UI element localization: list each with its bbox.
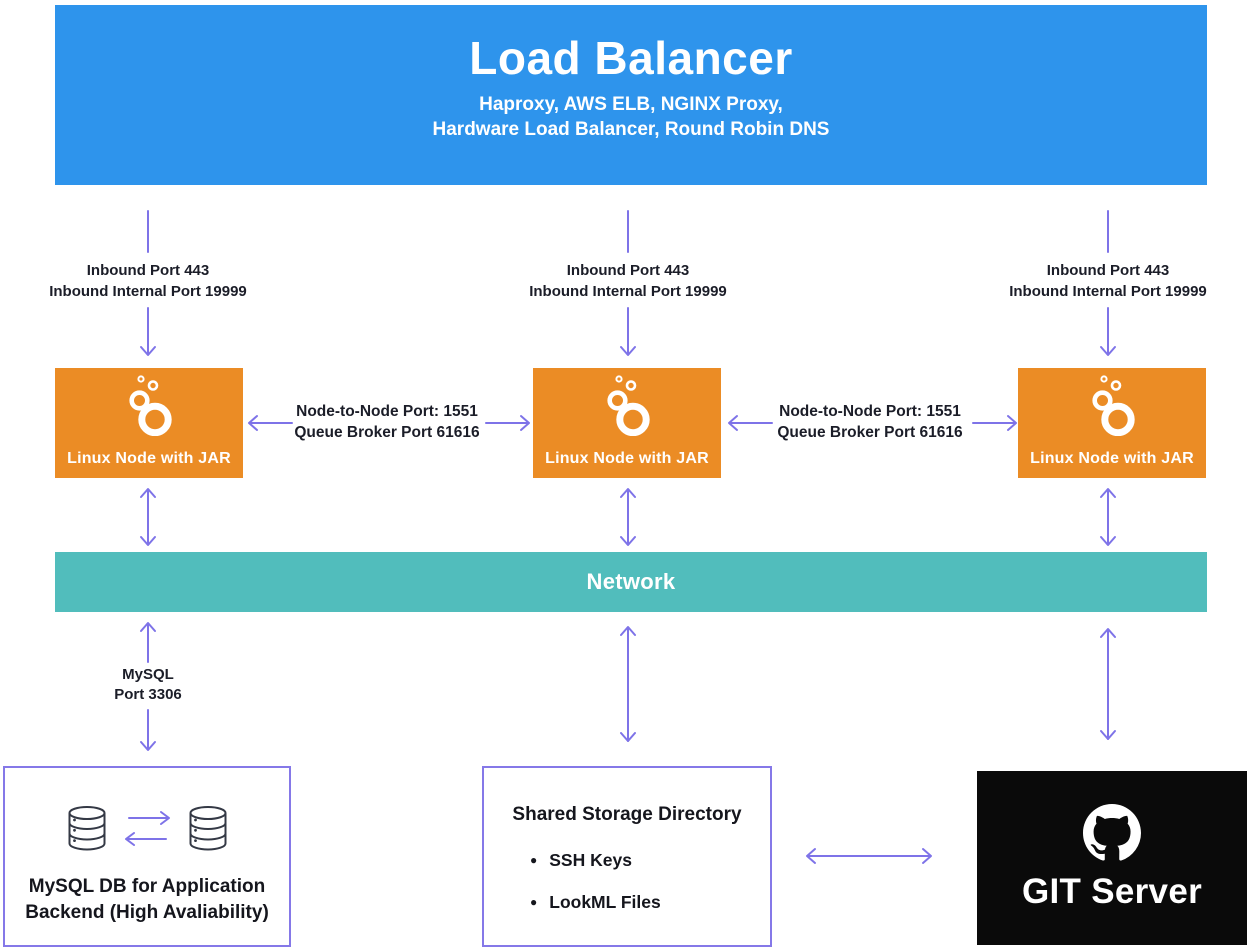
linux-node-label: Linux Node with JAR <box>67 450 231 467</box>
load-balancer-subtitle-line1: Haproxy, AWS ELB, NGINX Proxy, <box>479 93 783 115</box>
shared-storage-box: Shared Storage Directory SSH Keys LookML… <box>482 766 772 947</box>
git-server-box: GIT Server <box>977 771 1247 945</box>
shared-storage-item-ssh-keys: SSH Keys <box>530 850 632 871</box>
arrow-up-icon <box>620 626 636 636</box>
arrow-down-icon <box>620 732 636 742</box>
database-icon <box>68 806 106 851</box>
inbound-label-right: Inbound Port 443 Inbound Internal Port 1… <box>968 260 1248 302</box>
mysql-db-label: MySQL DB for Application Backend (High A… <box>5 874 289 925</box>
linux-node-box-2: Linux Node with JAR <box>533 368 721 478</box>
arrow-up-icon <box>140 622 156 632</box>
arrow-up-icon <box>620 488 636 498</box>
arrow-left-icon <box>248 415 258 431</box>
network-label: Network <box>586 569 676 594</box>
arrow-right-icon <box>1007 415 1017 431</box>
mysql-link-label: MySQL Port 3306 <box>78 665 218 706</box>
arrow-down-icon <box>140 536 156 546</box>
linux-node-box-1: Linux Node with JAR <box>55 368 243 478</box>
load-balancer-subtitle-line2: Hardware Load Balancer, Round Robin DNS <box>432 119 830 141</box>
linux-node-label: Linux Node with JAR <box>1030 450 1194 467</box>
inbound-label-left-line1: Inbound Port 443 <box>86 262 210 279</box>
arrow-down-icon <box>1100 730 1116 740</box>
arrow-down-icon <box>620 536 636 546</box>
linux-node-label: Linux Node with JAR <box>545 450 709 467</box>
load-balancer-box: Load Balancer Haproxy, AWS ELB, NGINX Pr… <box>55 5 1207 185</box>
node-link-label-1: Node-to-Node Port: 1551 Queue Broker Por… <box>262 402 512 444</box>
node-link-label-2-line2: Queue Broker Port 61616 <box>777 423 963 441</box>
load-balancer-subtitle: Haproxy, AWS ELB, NGINX Proxy, Hardware … <box>433 92 830 143</box>
looker-icon <box>607 375 650 436</box>
inbound-label-center-line1: Inbound Port 443 <box>566 262 690 279</box>
inbound-label-right-line2: Inbound Internal Port 19999 <box>1009 283 1207 300</box>
mysql-db-label-line1: MySQL DB for Application <box>28 876 266 897</box>
arrow-down-icon <box>1100 346 1116 356</box>
arrow-right-icon <box>520 415 530 431</box>
arrow-up-icon <box>1100 628 1116 638</box>
arrow-up-icon <box>1100 488 1116 498</box>
looker-icon <box>1092 375 1135 436</box>
inbound-label-center: Inbound Port 443 Inbound Internal Port 1… <box>488 260 768 302</box>
arrow-down-icon <box>620 346 636 356</box>
git-server-label: GIT Server <box>1021 872 1203 911</box>
github-icon <box>1083 804 1141 861</box>
looker-icon <box>129 375 172 436</box>
inbound-label-right-line1: Inbound Port 443 <box>1046 262 1170 279</box>
node-link-label-2-line1: Node-to-Node Port: 1551 <box>779 403 961 420</box>
network-box: Network <box>55 552 1207 612</box>
arrow-down-icon <box>140 741 156 751</box>
mysql-link-label-line2: Port 3306 <box>114 686 182 704</box>
load-balancer-title: Load Balancer <box>469 32 793 85</box>
arrow-right-icon <box>922 848 932 864</box>
inbound-label-left-line2: Inbound Internal Port 19999 <box>49 283 247 300</box>
shared-storage-title: Shared Storage Directory <box>512 804 742 825</box>
node-link-label-1-line2: Queue Broker Port 61616 <box>294 423 480 441</box>
linux-node-box-3: Linux Node with JAR <box>1018 368 1206 478</box>
arrow-up-icon <box>140 488 156 498</box>
arrow-left-icon <box>728 415 738 431</box>
node-link-label-1-line1: Node-to-Node Port: 1551 <box>296 403 478 420</box>
arrow-left-icon <box>806 848 816 864</box>
mysql-db-label-line2: Backend (High Avaliability) <box>25 901 269 923</box>
node-link-label-2: Node-to-Node Port: 1551 Queue Broker Por… <box>745 402 995 444</box>
arrow-down-icon <box>1100 536 1116 546</box>
inbound-label-center-line2: Inbound Internal Port 19999 <box>529 283 727 300</box>
shared-storage-item-lookml-files: LookML Files <box>530 892 661 913</box>
mysql-db-box: MySQL DB for Application Backend (High A… <box>3 766 291 947</box>
mysql-link-label-line1: MySQL <box>122 666 174 683</box>
inbound-label-left: Inbound Port 443 Inbound Internal Port 1… <box>8 260 288 302</box>
database-icon <box>189 806 227 851</box>
arrow-down-icon <box>140 346 156 356</box>
